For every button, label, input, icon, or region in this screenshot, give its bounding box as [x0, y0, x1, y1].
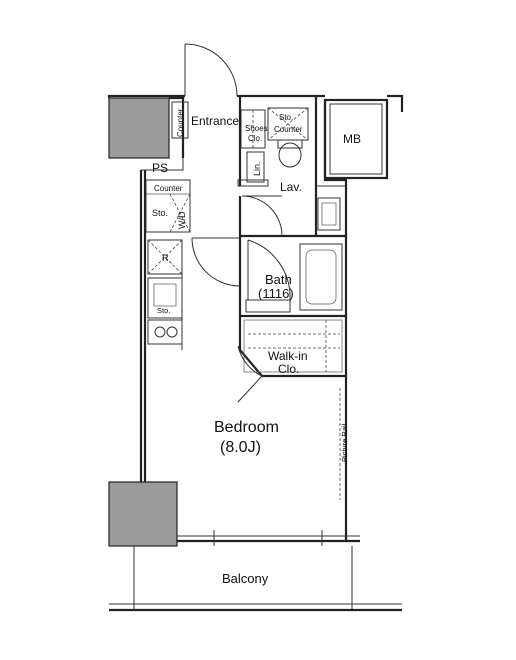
hall-door — [191, 237, 241, 287]
entrance-door — [184, 43, 240, 98]
label-ps: PS — [152, 161, 168, 175]
label-entrance: Entrance — [191, 114, 239, 128]
entrance-counter — [171, 101, 189, 139]
outer-walls — [107, 94, 404, 543]
label-bedroom: Bedroom — [214, 419, 279, 436]
label-balcony: Balcony — [222, 571, 269, 586]
column-bottom-left — [108, 481, 178, 547]
label-sto-kitchen: Sto. — [152, 208, 168, 218]
toilet — [277, 139, 303, 168]
label-sto-sink: Sto. — [157, 306, 170, 315]
label-counter-entrance: Counter — [176, 108, 185, 137]
label-linen: Lin. — [252, 161, 262, 176]
label-sto-top: Sto. — [279, 113, 293, 122]
label-refrigerator: R — [162, 253, 169, 263]
bath-door — [245, 239, 291, 313]
label-bedroom-size: (8.0J) — [220, 439, 261, 456]
kitchen-counter — [145, 179, 191, 233]
label-clo: Clo. — [248, 134, 262, 143]
balcony-window — [177, 530, 360, 546]
label-wd: W/D — [177, 211, 187, 229]
mb-shaft-inner — [329, 103, 383, 175]
lav-basin — [317, 197, 341, 231]
label-picture-rail: Picture Rail — [340, 423, 349, 462]
label-bath-size: (1116) — [258, 286, 294, 301]
label-lav: Lav. — [280, 180, 302, 194]
label-counter-top: Counter — [274, 125, 303, 134]
label-mb: MB — [343, 132, 361, 146]
lav-door — [241, 195, 283, 237]
label-bath: Bath — [265, 272, 292, 287]
lav-walls — [238, 96, 346, 238]
walk-in-closet-door — [237, 345, 263, 403]
label-walk-in-clo: Clo. — [278, 362, 299, 376]
column-top-left — [108, 97, 170, 159]
balcony-outline — [109, 546, 402, 612]
bathtub — [299, 243, 343, 311]
label-shoes: Shoes — [245, 124, 268, 133]
label-walk-in: Walk-in — [268, 349, 308, 363]
linen-closet — [246, 151, 265, 183]
label-counter-kitchen: Counter — [154, 184, 183, 193]
walk-in-closet-area — [238, 316, 346, 378]
